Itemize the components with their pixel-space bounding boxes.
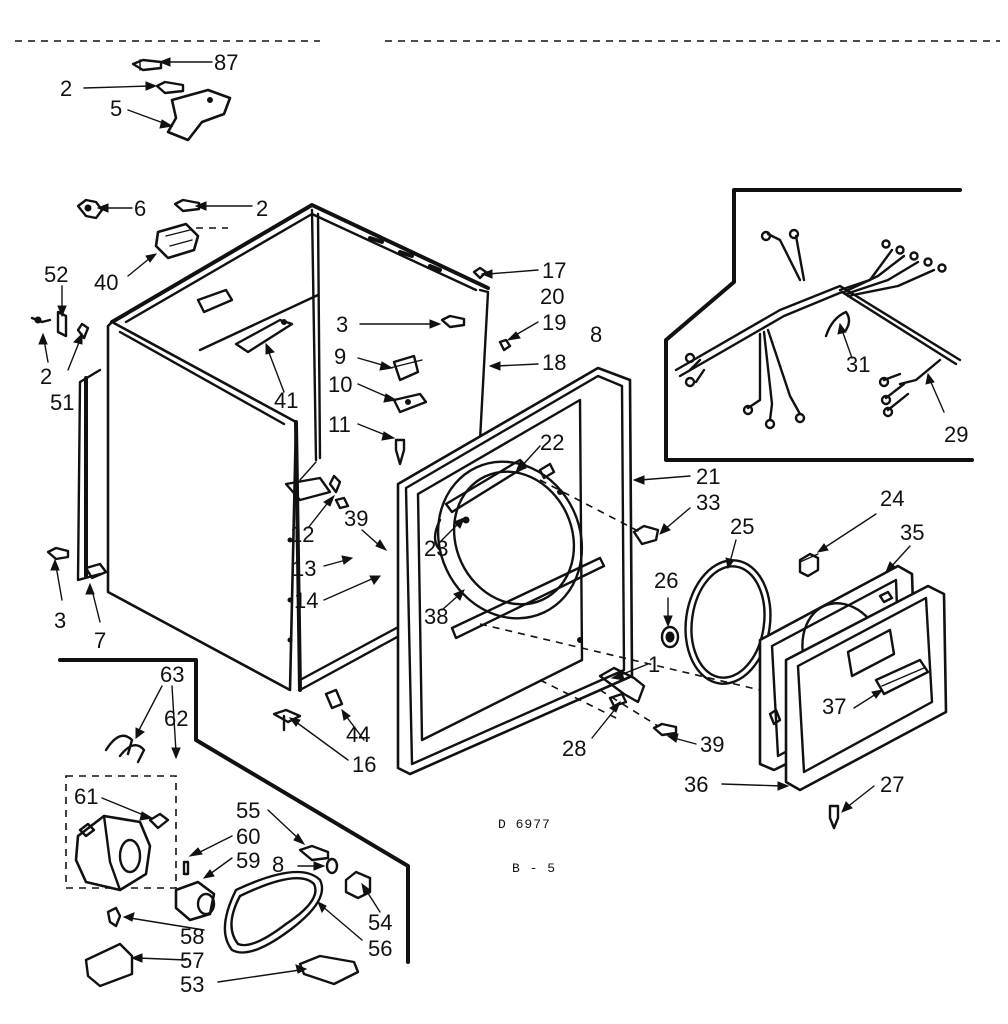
callout-44: 44 <box>346 722 370 747</box>
callout-10: 10 <box>328 372 352 397</box>
callout-87: 87 <box>214 50 238 75</box>
callout-2-top: 2 <box>60 76 72 101</box>
callout-36: 36 <box>684 772 708 797</box>
callout-29: 29 <box>944 422 968 447</box>
callout-28: 28 <box>562 736 586 761</box>
door-assembly <box>758 564 948 792</box>
callout-31: 31 <box>846 352 870 377</box>
callout-54: 54 <box>368 910 392 935</box>
callout-41: 41 <box>274 388 298 413</box>
callout-18: 18 <box>542 350 566 375</box>
callout-33: 33 <box>696 490 720 515</box>
callout-57: 57 <box>180 948 204 973</box>
callout-17: 17 <box>542 258 566 283</box>
top-bracket-parts <box>76 58 232 260</box>
callout-21: 21 <box>696 464 720 489</box>
callout-6: 6 <box>134 196 146 221</box>
leader-arrows <box>38 57 945 983</box>
callout-59: 59 <box>236 848 260 873</box>
callout-19: 19 <box>542 310 566 335</box>
callout-53: 53 <box>180 972 204 997</box>
callout-8-upper: 8 <box>590 322 602 347</box>
callout-22: 22 <box>540 430 564 455</box>
callout-3-inner: 3 <box>336 312 348 337</box>
cabinet <box>106 203 490 692</box>
callout-16: 16 <box>352 752 376 777</box>
callout-13: 13 <box>292 556 316 581</box>
callout-60: 60 <box>236 824 260 849</box>
callout-labels: 87 2 5 6 2 40 52 2 51 3 7 17 20 8 3 19 1… <box>40 50 968 997</box>
callout-11: 11 <box>328 412 351 437</box>
callout-37: 37 <box>822 694 846 719</box>
callout-2-left: 2 <box>40 364 52 389</box>
callout-12: 12 <box>290 522 314 547</box>
callout-52: 52 <box>44 262 68 287</box>
front-panel <box>396 366 646 776</box>
interior-small-parts <box>389 266 512 466</box>
callout-3-left: 3 <box>54 608 66 633</box>
callout-51: 51 <box>50 390 74 415</box>
callout-58: 58 <box>180 924 204 949</box>
callout-63: 63 <box>160 662 184 687</box>
page-label: B - 5 <box>512 861 556 876</box>
wire-harness-inset <box>664 188 974 462</box>
door-seal <box>684 559 772 685</box>
callout-25: 25 <box>730 514 754 539</box>
assembly-axes <box>479 479 761 727</box>
callout-35: 35 <box>900 520 924 545</box>
callout-26: 26 <box>654 568 678 593</box>
callout-56: 56 <box>368 936 392 961</box>
callout-14: 14 <box>294 588 318 613</box>
callout-8-lower: 8 <box>272 852 284 877</box>
callout-24: 24 <box>880 486 904 511</box>
callout-5: 5 <box>110 96 122 121</box>
callout-40: 40 <box>94 270 118 295</box>
callout-61: 61 <box>74 784 98 809</box>
callout-2-upper: 2 <box>256 196 268 221</box>
callout-27: 27 <box>880 772 904 797</box>
left-side-parts <box>30 310 108 582</box>
right-small-parts <box>632 524 840 830</box>
callout-23: 23 <box>424 536 448 561</box>
motor-inset <box>58 658 410 988</box>
callout-1: 1 <box>648 652 660 677</box>
callout-39-lower: 39 <box>700 732 724 757</box>
callout-20: 20 <box>540 284 564 309</box>
callout-9: 9 <box>334 344 346 369</box>
callout-55: 55 <box>236 798 260 823</box>
callout-62: 62 <box>164 706 188 731</box>
callout-39-upper: 39 <box>344 506 368 531</box>
callout-38: 38 <box>424 604 448 629</box>
foot-parts <box>272 688 344 732</box>
callout-7: 7 <box>94 628 106 653</box>
drawing-number: D 6977 <box>498 817 551 832</box>
